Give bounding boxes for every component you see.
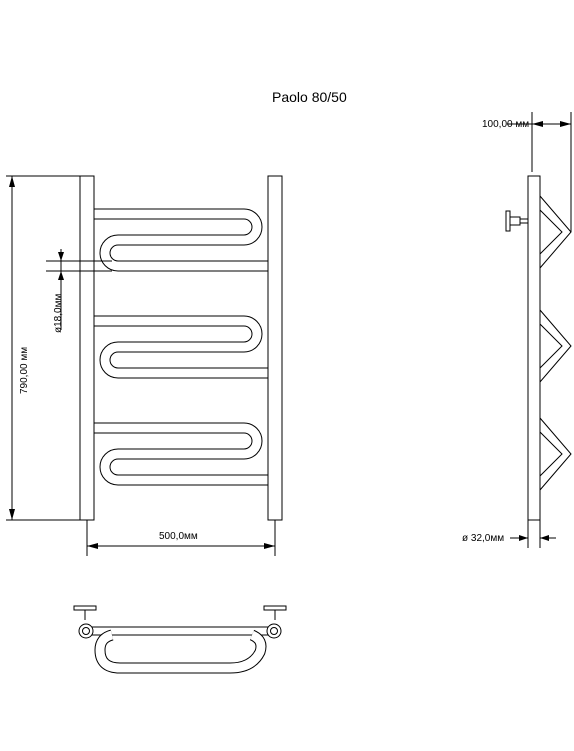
- width-dimension: 500,0мм: [86, 520, 276, 556]
- pipe-diameter-dimension: ø18,0мм: [46, 249, 112, 333]
- right-post: [267, 175, 283, 521]
- top-left-mount-plate: [73, 605, 97, 611]
- depth-label: 100,00 мм: [482, 119, 529, 130]
- pipe-diameter-label: ø18,0мм: [53, 294, 64, 333]
- post-diameter-dimension: ø 32,0мм: [462, 520, 556, 548]
- post-diameter-label: ø 32,0мм: [462, 533, 504, 544]
- height-label: 790,00 мм: [19, 347, 30, 394]
- top-right-mount-plate: [263, 605, 287, 611]
- side-wall-mount: [505, 210, 529, 232]
- height-dimension: 790,00 мм: [6, 175, 80, 521]
- width-label: 500,0мм: [159, 531, 198, 542]
- side-view: 100,00 мм ø 32,0мм: [462, 112, 572, 548]
- front-view: 790,00 мм ø18,0мм 500,0мм: [6, 175, 283, 556]
- side-post: [527, 175, 541, 521]
- top-view: [73, 605, 287, 674]
- depth-dimension: 100,00 мм: [482, 112, 572, 232]
- drawing-title: Paolo 80/50: [272, 89, 347, 105]
- left-post: [79, 175, 95, 521]
- side-pipe-loops: [539, 195, 572, 491]
- serpentine-pipes: [94, 214, 268, 480]
